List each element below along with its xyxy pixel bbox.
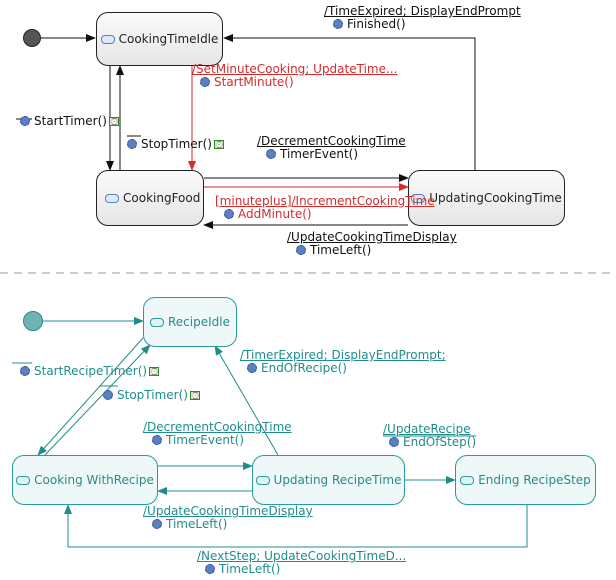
edge-recipeidle-to-cooking [37, 337, 144, 456]
label-timeleft-trigger: /UpdateCookingTimeDisplay [287, 230, 457, 244]
edge-updating-to-idle [223, 34, 476, 170]
operation-gear-icon [127, 139, 137, 149]
label-startminute-trigger: /SetMinuteCooking; UpdateTime... [192, 62, 398, 76]
operation-gear-icon [333, 19, 343, 29]
state-icon [411, 193, 426, 203]
edge-updatingrecipe-to-recipeidle [214, 345, 279, 456]
state-label: RecipeIdle [168, 315, 230, 329]
label-timeleft-operation: TimeLeft() [152, 517, 227, 531]
operation-gear-icon [247, 363, 257, 373]
operation-gear-icon [20, 366, 30, 376]
state-cooking-time-idle[interactable]: CookingTimeIdle [96, 12, 223, 66]
state-icon [105, 193, 119, 203]
label-finished-operation: Finished() [333, 17, 406, 31]
state-label: UpdatingCookingTime [429, 191, 562, 205]
state-updating-recipe-time[interactable]: Updating RecipeTime [252, 455, 405, 505]
operation-gear-icon [103, 390, 113, 400]
operation-gear-icon [266, 149, 276, 159]
timer-icon: ⌚ [189, 390, 200, 400]
bottom-initial-state [23, 311, 43, 331]
label-timerevent-trigger: /DecrementCookingTime [143, 420, 292, 434]
operation-gear-icon [20, 116, 30, 126]
label-timerevent-trigger: /DecrementCookingTime [257, 134, 406, 148]
state-label: CookingTimeIdle [118, 32, 219, 46]
label-finished-trigger: /TimeExpired; DisplayEndPrompt [324, 4, 521, 18]
state-label: Ending RecipeStep [478, 473, 591, 487]
label-endofstep-trigger: /UpdateRecipe [383, 422, 471, 436]
state-label: CookingFood [123, 191, 201, 205]
operation-gear-icon [224, 209, 234, 219]
state-recipe-idle[interactable]: RecipeIdle [143, 297, 237, 347]
operation-gear-icon [200, 77, 210, 87]
state-updating-cooking-time[interactable]: UpdatingCookingTime [408, 170, 565, 226]
timer-icon: ⌚ [108, 116, 119, 126]
label-timerevent-operation: TimerEvent() [266, 147, 358, 161]
label-stoptimer-operation: StopTimer()⌚ [127, 137, 224, 151]
label-nextstep-trigger: /NextStep; UpdateCookingTimeD... [197, 549, 407, 563]
operation-gear-icon [389, 437, 399, 447]
state-cooking-food[interactable]: CookingFood [96, 170, 204, 226]
label-startrecipetimer-operation: StartRecipeTimer()⌚ [20, 364, 160, 378]
state-icon [150, 317, 164, 327]
label-endofrecipe-operation: EndOfRecipe() [247, 361, 347, 375]
edge-ending-to-cooking [64, 504, 528, 548]
label-startminute-operation: StartMinute() [200, 75, 294, 89]
label-timeleft-operation: TimeLeft() [296, 243, 371, 257]
state-icon [16, 475, 31, 485]
state-icon [100, 34, 115, 44]
operation-gear-icon [205, 564, 215, 574]
label-endofstep-operation: EndOfStep() [389, 435, 476, 449]
state-icon [255, 475, 270, 485]
operation-gear-icon [152, 519, 162, 529]
label-timeleft-trigger: /UpdateCookingTimeDisplay [143, 504, 313, 518]
timer-icon: ⌚ [213, 139, 224, 149]
state-ending-recipe-step[interactable]: Ending RecipeStep [455, 455, 596, 505]
state-cooking-with-recipe[interactable]: Cooking WithRecipe [12, 455, 158, 505]
state-icon [460, 475, 475, 485]
label-timerevent-operation: TimerEvent() [152, 433, 244, 447]
operation-gear-icon [296, 245, 306, 255]
state-label: Cooking WithRecipe [34, 473, 154, 487]
edge-cooking-to-recipeidle [44, 344, 151, 456]
label-starttimer-operation: StartTimer()⌚ [20, 114, 119, 128]
label-addminute-trigger: [minuteplus]/IncrementCookingTime [215, 194, 435, 208]
top-initial-state [23, 29, 41, 47]
label-endofrecipe-trigger: /TimerExpired; DisplayEndPrompt; [240, 348, 446, 362]
timer-icon: ⌚ [149, 366, 160, 376]
operation-gear-icon [152, 435, 162, 445]
state-label: Updating RecipeTime [273, 473, 402, 487]
label-nextstep-operation: TimeLeft() [205, 562, 280, 576]
label-addminute-operation: AddMinute() [224, 207, 312, 221]
label-stoptimer-operation: StopTimer()⌚ [103, 388, 200, 402]
